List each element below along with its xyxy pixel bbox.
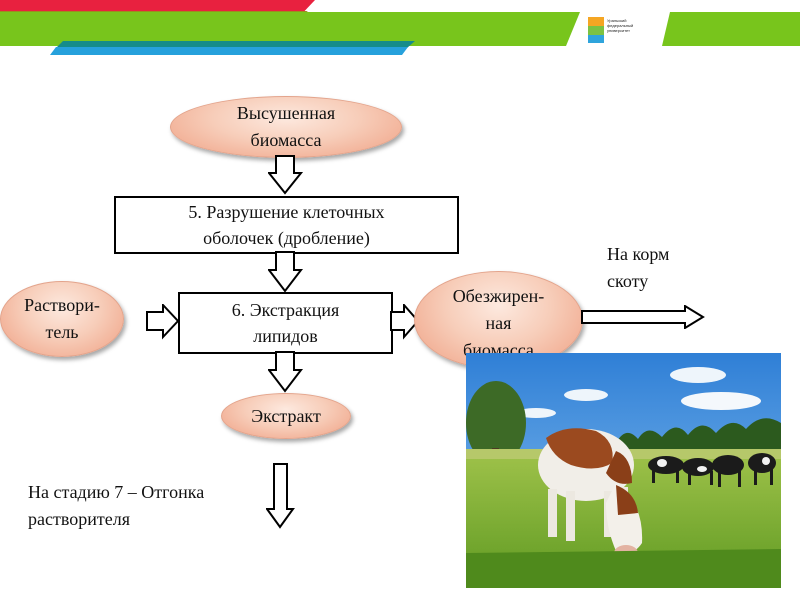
arrow-right-icon xyxy=(390,304,420,340)
header-bars xyxy=(0,0,800,55)
arrow-down-icon xyxy=(266,463,295,529)
dried-biomass-node: Высушенная биомасса xyxy=(170,96,402,158)
arrow-right-icon xyxy=(146,304,180,340)
solvent-label-line1: Раствори- xyxy=(24,295,100,315)
step5-label: 5. Разрушение клеточных оболочек (дробле… xyxy=(188,202,385,248)
logo-line1: Уральский xyxy=(607,18,627,23)
arrow-down-icon xyxy=(268,351,304,393)
extract-node: Экстракт xyxy=(221,393,351,439)
next-stage-label: На стадию 7 – Отгонка растворителя xyxy=(28,479,204,533)
solvent-node: Раствори- тель xyxy=(0,281,124,357)
feed-label-line2: скоту xyxy=(607,271,649,291)
defatted-label-line2: ная xyxy=(485,312,512,333)
extract-label: Экстракт xyxy=(251,405,321,426)
logo-line3: университет xyxy=(607,28,630,33)
arrow-right-icon xyxy=(581,305,705,329)
arrow-down-icon xyxy=(268,251,304,293)
next-stage-line2: растворителя xyxy=(28,509,130,529)
defatted-biomass-node: Обезжирен- ная биомасса xyxy=(414,271,583,369)
logo-line2: федеральный xyxy=(607,23,634,28)
university-logo: Уральский федеральный университет xyxy=(586,15,656,53)
feed-label: На корм скоту xyxy=(607,241,669,295)
defatted-label-line1: Обезжирен- xyxy=(452,285,545,306)
cows-grazing-photo xyxy=(466,353,781,588)
arrow-down-icon xyxy=(268,155,304,195)
step6-label: 6. Экстракция липидов xyxy=(231,300,340,346)
feed-label-line1: На корм xyxy=(607,244,670,264)
step6-box: 6. Экстракция липидов xyxy=(178,292,393,354)
step5-box: 5. Разрушение клеточных оболочек (дробле… xyxy=(114,196,459,254)
dried-biomass-label: Высушенная биомасса xyxy=(236,103,336,150)
solvent-label-line2: тель xyxy=(45,322,79,342)
next-stage-line1: На стадию 7 – Отгонка xyxy=(28,482,205,502)
